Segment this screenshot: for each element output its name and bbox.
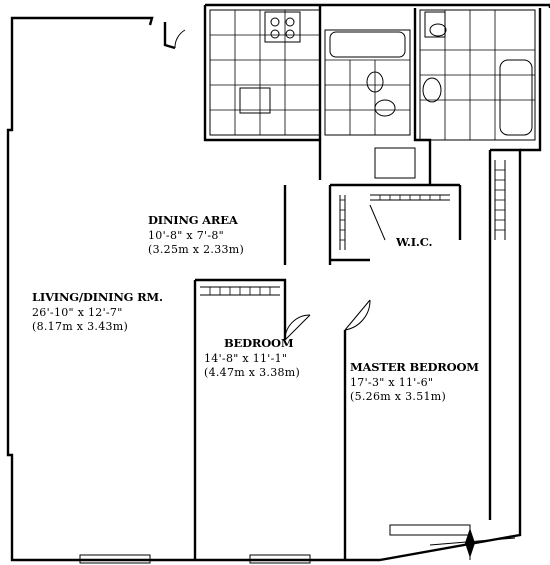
room-dim-ft-living: 26'-10" x 12'-7" — [32, 305, 123, 319]
master-bedroom-label: MASTER BEDROOM 17'-3" x 11'-6" (5.26m x … — [350, 360, 479, 403]
bedroom-closet — [200, 286, 280, 296]
kitchen-tiles — [209, 9, 321, 136]
room-dim-m-dining: (3.25m x 2.33m) — [148, 242, 245, 256]
living-dining-label: LIVING/DINING RM. 26'-10" x 12'-7" (8.17… — [32, 290, 163, 333]
room-dim-m-living: (8.17m x 3.43m) — [32, 319, 129, 333]
room-dim-m-master: (5.26m x 3.51m) — [350, 389, 447, 403]
compass-rose-icon — [429, 525, 516, 560]
room-name-living: LIVING/DINING RM. — [32, 290, 163, 304]
room-name-bedroom: BEDROOM — [224, 336, 294, 350]
room-name-dining: DINING AREA — [148, 213, 238, 227]
room-name-wic: W.I.C. — [396, 235, 433, 249]
bedroom-label: BEDROOM 14'-8" x 11'-1" (4.47m x 3.38m) — [204, 336, 301, 379]
wic-label: W.I.C. — [396, 235, 433, 249]
room-dim-ft-dining: 10'-8" x 7'-8" — [148, 228, 224, 242]
dining-area-label: DINING AREA 10'-8" x 7'-8" (3.25m x 2.33… — [148, 213, 245, 256]
doors — [174, 29, 371, 341]
windows — [79, 524, 471, 564]
master-closet — [494, 160, 506, 240]
wic-shelving — [339, 194, 450, 250]
room-name-master: MASTER BEDROOM — [350, 360, 479, 374]
room-dim-m-bedroom: (4.47m x 3.38m) — [204, 365, 301, 379]
outer-walls — [6, 3, 550, 562]
room-dim-ft-bedroom: 14'-8" x 11'-1" — [204, 351, 288, 365]
bathroom-1 — [324, 29, 416, 179]
room-dim-ft-master: 17'-3" x 11'-6" — [350, 375, 434, 389]
bathroom-2 — [419, 9, 536, 141]
interior-walls — [193, 150, 492, 560]
